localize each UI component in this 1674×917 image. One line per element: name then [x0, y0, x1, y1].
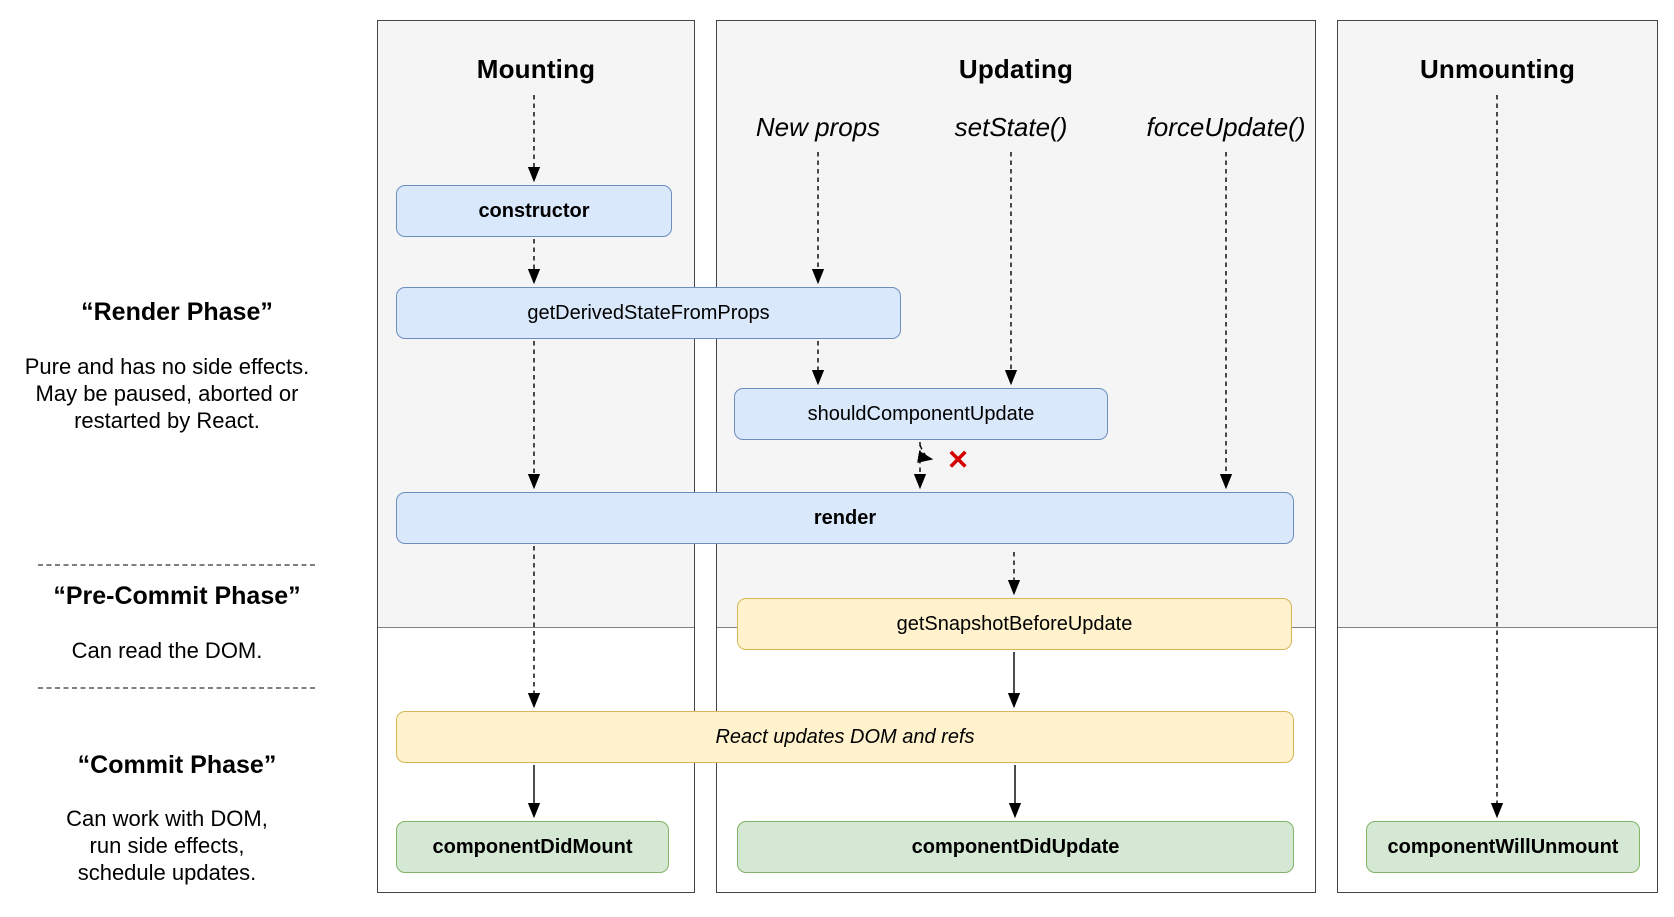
panel-updating-title: Updating [958, 54, 1074, 84]
node-constructor: constructor [396, 185, 672, 237]
node-component-will-unmount: componentWillUnmount [1366, 821, 1640, 873]
phase-render-title: “Render Phase” [81, 298, 273, 326]
phase-render-description: Pure and has no side effects. May be pau… [0, 353, 334, 434]
phase-commit-line-1: Can work with DOM, [66, 806, 268, 831]
trigger-new-props: New props [755, 112, 881, 142]
render-phase-region-unmounting [1338, 21, 1657, 628]
node-get-snapshot-before-update: getSnapshotBeforeUpdate [737, 598, 1292, 650]
panel-unmounting: Unmounting [1337, 20, 1658, 893]
node-should-component-update: shouldComponentUpdate [734, 388, 1108, 440]
trigger-set-state: setState() [954, 112, 1068, 142]
phase-commit-line-3: schedule updates. [77, 860, 257, 885]
node-render: render [396, 492, 1294, 544]
node-react-updates-dom: React updates DOM and refs [396, 711, 1294, 763]
phase-pre-commit-title: “Pre-Commit Phase” [53, 582, 301, 610]
trigger-force-update: forceUpdate() [1146, 112, 1306, 142]
phase-render-line-1: Pure and has no side effects. [24, 354, 310, 379]
phase-pre-commit-description: Can read the DOM. [0, 637, 334, 664]
phase-render-line-2: May be paused, aborted or [35, 381, 299, 406]
panel-mounting-title: Mounting [476, 54, 596, 84]
node-component-did-update: componentDidUpdate [737, 821, 1294, 873]
node-component-did-mount: componentDidMount [396, 821, 669, 873]
phase-commit-title: “Commit Phase” [77, 751, 277, 779]
no-update-x-icon: ✕ [946, 444, 970, 475]
panel-unmounting-title: Unmounting [1419, 54, 1576, 84]
phase-commit-line-2: run side effects, [89, 833, 245, 858]
node-get-derived-state-from-props: getDerivedStateFromProps [396, 287, 901, 339]
phase-pre-commit-line-1: Can read the DOM. [71, 638, 263, 663]
phase-render-line-3: restarted by React. [74, 408, 260, 433]
phase-commit-description: Can work with DOM, run side effects, sch… [0, 805, 334, 886]
